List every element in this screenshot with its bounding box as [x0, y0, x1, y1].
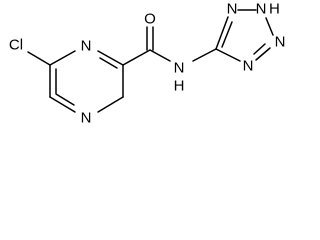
bond-carbonyl-nh: [149, 49, 171, 62]
chemical-structure-diagram: Cl N N O N H N N H N N: [9, 1, 286, 127]
atom-amide-nitrogen: N: [174, 60, 185, 77]
atom-tetrazole-h: H: [269, 1, 280, 18]
atom-carbonyl-oxygen: O: [144, 11, 156, 28]
bond-nh-c5t: [192, 48, 217, 62]
bond-c3-n4: [97, 96, 124, 113]
bond-c5t-n1t-inner: [221, 21, 233, 48]
pyrazine-ring-bonds: [49, 50, 124, 113]
bond-n1-c2-inner: [99, 57, 118, 69]
tetrazole-ring-bonds: [215, 9, 274, 62]
atom-tetrazole-n2: N: [275, 34, 286, 51]
substituent-bonds: [27, 26, 217, 66]
atom-amide-hydrogen: H: [174, 78, 185, 95]
atom-tetrazole-n1: N: [227, 1, 238, 18]
bond-n1-c2: [97, 50, 124, 66]
atom-labels: Cl N N O N H N N H N N: [9, 1, 286, 127]
bond-n4-c5: [49, 96, 76, 113]
atom-pyrazine-n1: N: [81, 38, 92, 55]
bond-c6-n1: [49, 50, 76, 66]
bond-n2t-n3t: [265, 17, 274, 36]
bond-c5t-n1t: [215, 16, 229, 50]
bond-n4-c5-inner: [55, 93, 75, 106]
atom-tetrazole-nh: N: [256, 1, 267, 18]
atom-chlorine: Cl: [9, 37, 23, 54]
bond-n3t-n4t: [255, 47, 271, 61]
bond-n3t-n4t-inner: [253, 43, 266, 55]
bond-c2-carbonyl: [122, 49, 151, 66]
bond-c6-cl: [27, 51, 51, 66]
bond-n4t-c5t: [215, 48, 241, 62]
atom-tetrazole-n4: N: [243, 58, 254, 75]
atom-pyrazine-n4: N: [81, 110, 92, 127]
